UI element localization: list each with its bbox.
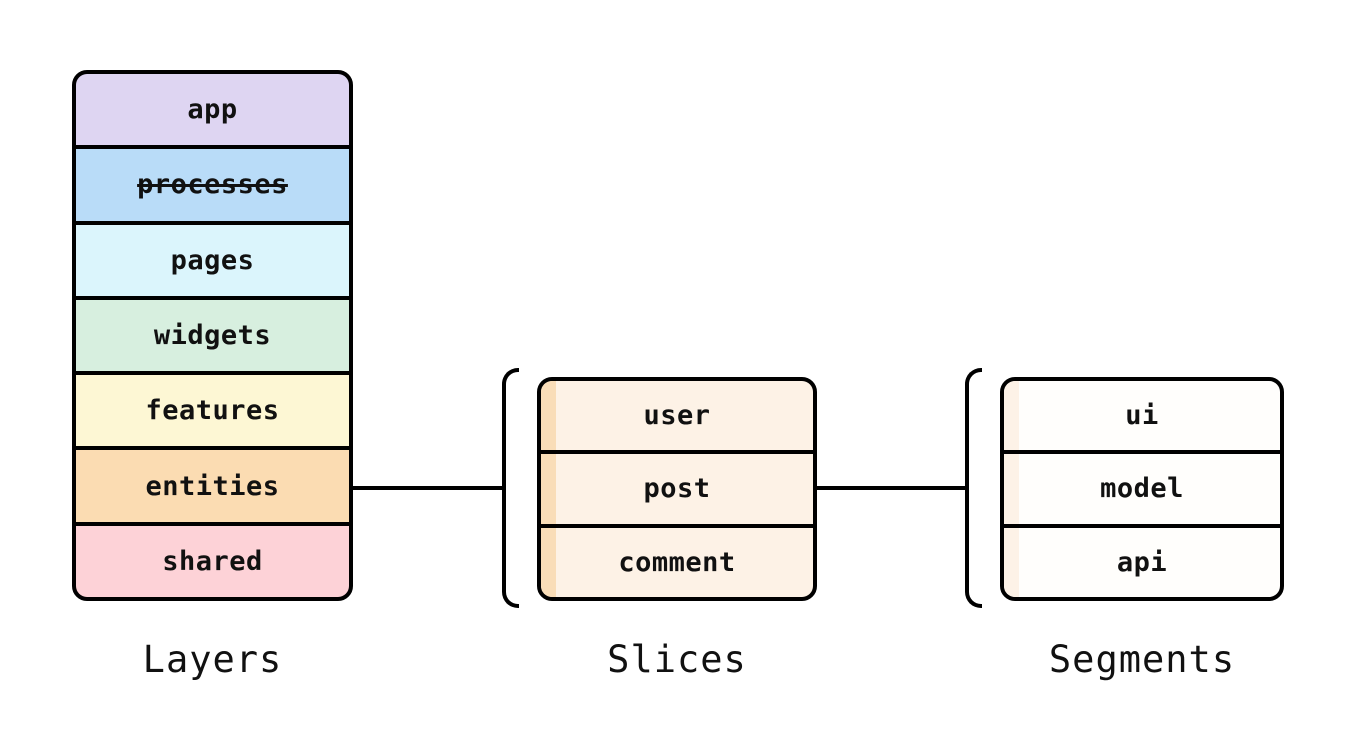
- layer-label-pages: pages: [170, 244, 255, 276]
- connector-entities-to-slices: [351, 486, 503, 490]
- segment-row-api: api: [1004, 527, 1280, 597]
- slice-label-user: user: [643, 400, 711, 432]
- layer-label-features: features: [145, 395, 280, 427]
- layer-label-widgets: widgets: [153, 319, 272, 351]
- layer-row-processes: processes: [76, 149, 349, 221]
- layer-label-shared: shared: [162, 545, 263, 577]
- layer-row-widgets: widgets: [76, 299, 349, 372]
- layer-row-features: features: [76, 375, 349, 447]
- segments-caption: Segments: [1048, 638, 1236, 681]
- slice-accent-stripe: [541, 454, 556, 524]
- slices-caption: Slices: [607, 638, 747, 681]
- layers-stack: app processes pages widgets features ent…: [72, 70, 353, 601]
- slices-stack: user post comment: [537, 377, 817, 601]
- segment-accent-stripe: [1004, 381, 1019, 451]
- segments-bracket-icon: [965, 368, 982, 608]
- layers-caption: Layers: [142, 638, 283, 681]
- segment-accent-stripe: [1004, 527, 1019, 597]
- segment-label-ui: ui: [1125, 400, 1159, 432]
- connector-slices-to-segments: [815, 486, 965, 490]
- layer-row-entities: entities: [76, 450, 349, 522]
- layer-row-shared: shared: [76, 525, 349, 597]
- layer-label-entities: entities: [145, 470, 280, 502]
- slice-row-post: post: [541, 454, 813, 524]
- segment-row-model: model: [1004, 454, 1280, 524]
- segment-label-api: api: [1116, 546, 1168, 578]
- slice-label-post: post: [643, 473, 711, 505]
- segment-row-ui: ui: [1004, 381, 1280, 451]
- segment-accent-stripe: [1004, 454, 1019, 524]
- slices-bracket-icon: [502, 368, 519, 608]
- slice-row-user: user: [541, 381, 813, 451]
- slice-row-comment: comment: [541, 527, 813, 597]
- layer-label-app: app: [187, 94, 238, 126]
- layer-label-processes: processes: [137, 169, 288, 201]
- layer-row-pages: pages: [76, 224, 349, 296]
- slice-label-comment: comment: [618, 546, 736, 578]
- segments-stack: ui model api: [1000, 377, 1284, 601]
- segment-label-model: model: [1100, 473, 1184, 505]
- layer-row-app: app: [76, 74, 349, 146]
- slice-accent-stripe: [541, 527, 556, 597]
- slice-accent-stripe: [541, 381, 556, 451]
